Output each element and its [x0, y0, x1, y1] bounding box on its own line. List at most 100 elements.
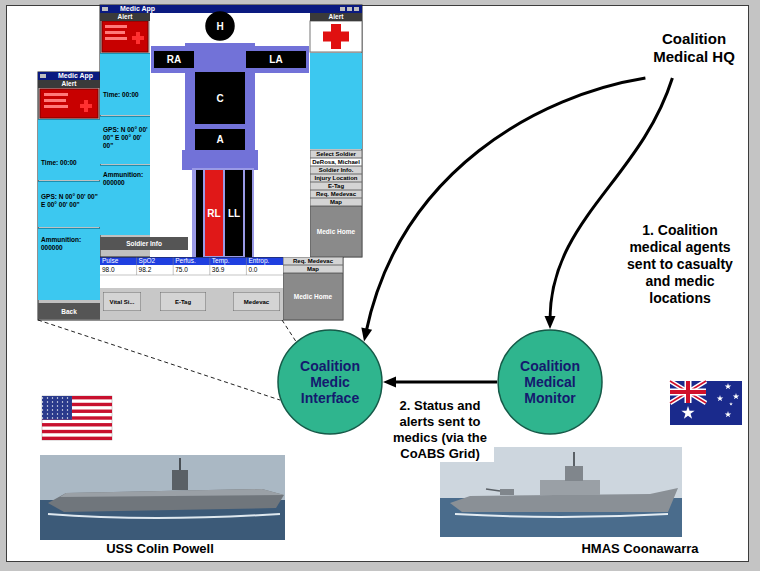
node-text: Injury Location — [314, 174, 357, 182]
menu-button: Req. Medevac — [283, 257, 343, 265]
medic-app-window-front-part — [150, 13, 310, 257]
node-text: Soldier Info — [126, 239, 162, 248]
table-header-cell: Pulse — [102, 257, 136, 265]
status-panel: GPS: N 00° 00' 00" E 00° 00' 00" — [38, 181, 100, 227]
connector-line — [392, 381, 497, 384]
medic-app-window-front-part — [196, 170, 203, 257]
nav-button: Back — [38, 303, 100, 319]
soldier-name-field: DeRosa, Michael — [310, 158, 362, 166]
australian-flag-part — [717, 395, 724, 401]
menu-button: Vital Si... — [103, 292, 141, 311]
frigate-photo-part — [486, 489, 500, 491]
medic-app-window-front-part — [105, 25, 127, 28]
alert-header: Alert — [38, 80, 100, 88]
us-flag-part — [42, 430, 112, 433]
node-text: Soldier Info. — [319, 166, 354, 174]
node-text: GPS: N 00° 00' 00" E 00° 00' 00" — [41, 193, 98, 209]
medic-app-window-front-part — [102, 7, 108, 11]
medic-app-window-back-part — [44, 105, 68, 108]
node-text: RL — [207, 208, 220, 219]
edge-label: 1. Coalition medical agents sent to casu… — [618, 222, 742, 307]
node-text: Medic Home — [317, 228, 355, 235]
body-part: A — [195, 129, 245, 150]
node-text: Medic App — [58, 72, 93, 80]
australian-flag-part — [725, 411, 732, 417]
node-text: A — [216, 134, 223, 145]
alert-header: Alert — [310, 13, 362, 21]
edge-label: 2. Status and alerts sent to medics (via… — [386, 398, 494, 462]
medic-app-window-back-part — [40, 74, 46, 78]
node-text: Req. Medevac — [316, 190, 356, 198]
body-part: RL — [205, 170, 223, 256]
node-text: Medevac — [244, 298, 269, 306]
medic-app-window-back-part — [100, 257, 283, 275]
table-header-cell: Temp. — [212, 257, 246, 265]
node-text: DeRosa, Michael — [312, 158, 360, 166]
status-panel: Time: 00:00 — [100, 53, 150, 115]
australian-flag-part — [670, 381, 706, 403]
table-value-cell: 98.2 — [139, 266, 173, 274]
body-part: LA — [246, 51, 306, 68]
australian-flag-part — [670, 381, 706, 403]
australian-flag-part — [681, 406, 694, 419]
australian-flag-part — [733, 393, 740, 399]
node-text: Req. Medevac — [293, 257, 333, 265]
medic-app-window-front-part — [100, 5, 362, 13]
medic-app-window-front-part — [192, 168, 254, 257]
ship-name: USS Colin Powell — [60, 541, 260, 557]
medic-app-window-front-part — [105, 37, 127, 40]
table-header-cell: Perfus. — [175, 257, 209, 265]
node-text: H — [216, 21, 223, 32]
status-panel: Time: 00:00 — [38, 119, 100, 180]
medic-app-window-back-part — [44, 93, 68, 96]
node-circle — [206, 12, 234, 40]
table-header-cell: SpO2 — [139, 257, 173, 265]
agent-circle: Coalition Medic Interface — [277, 329, 383, 435]
status-panel: GPS: N 00° 00' 00" E 00° 00' 00" — [100, 116, 150, 164]
aircraft-carrier-photo-part — [60, 489, 284, 497]
aircraft-carrier-photo-part — [179, 458, 181, 470]
node-text: Back — [61, 307, 77, 316]
medic-app-window-back-part — [100, 288, 283, 320]
aircraft-carrier-photo-part — [48, 489, 284, 512]
node-text: Coalition Medic Interface — [288, 358, 372, 406]
us-flag-part — [42, 396, 72, 420]
node-text: Map — [330, 198, 342, 206]
medic-app-window-front-part — [105, 31, 125, 34]
node-text: Select Soldier — [316, 150, 356, 158]
node-text: Alert — [118, 13, 133, 21]
body-part: LL — [225, 170, 243, 256]
arrowhead — [361, 328, 372, 342]
us-flag-part — [42, 423, 112, 426]
frigate-photo-part — [573, 452, 575, 466]
australian-flag-part — [670, 381, 742, 425]
medic-app-window-front-part — [310, 21, 362, 52]
node-text: C — [216, 93, 223, 104]
medic-app-window-back-part — [100, 257, 283, 265]
menu-button: E-Tag — [160, 292, 206, 311]
frigate-photo-part — [540, 480, 600, 495]
us-flag-part — [42, 437, 112, 440]
aircraft-carrier-photo-part — [48, 514, 280, 518]
australian-flag-part — [725, 383, 732, 389]
node-text: Alert — [329, 13, 344, 21]
connector-line — [38, 320, 280, 400]
zoom-leader-line — [38, 320, 280, 400]
node-text: Medic App — [120, 5, 155, 13]
node-text: E-Tag — [175, 298, 191, 306]
menu-button: E-Tag — [310, 182, 362, 190]
table-value-cell: 36.9 — [212, 266, 246, 274]
us-flag-part — [42, 396, 112, 440]
node-text: Time: 00:00 — [103, 91, 139, 99]
frigate-photo-part — [455, 514, 668, 517]
medic-app-window-front-part — [100, 5, 362, 257]
status-panel: Ammunition: 000000 — [38, 228, 100, 300]
australian-flag-part — [670, 381, 706, 403]
node-text: Ammunition: 000000 — [41, 236, 98, 252]
medic-app-window-front-part — [185, 43, 255, 155]
menu-button: Map — [310, 198, 362, 206]
medic-app-window-front — [100, 5, 362, 257]
medic-app-window-back-part — [40, 89, 98, 118]
